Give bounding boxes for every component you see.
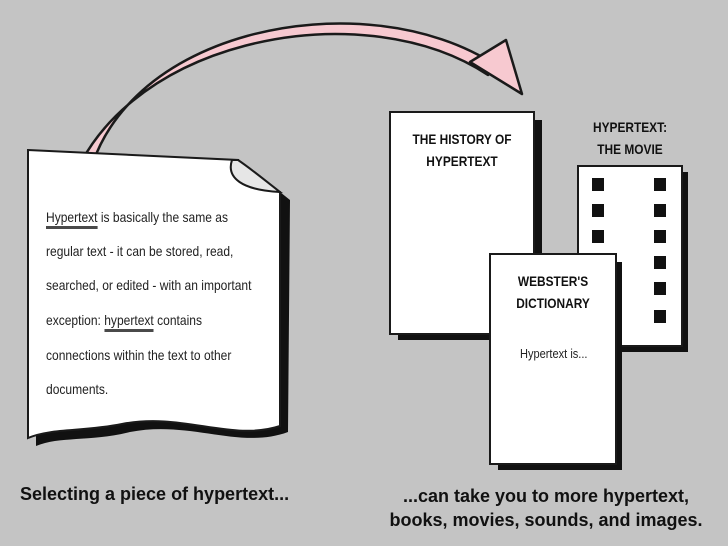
sprocket-hole	[654, 230, 666, 243]
sprocket-hole	[592, 230, 604, 243]
sprocket-hole	[592, 204, 604, 217]
dictionary-title-line-1: WEBSTER'S	[517, 273, 589, 289]
caption-right-line-1: ...can take you to more hypertext,	[402, 486, 690, 506]
sprocket-hole	[654, 282, 666, 295]
sprocket-hole	[592, 178, 604, 191]
caption-left: Selecting a piece of hypertext...	[20, 484, 290, 504]
paragraph-text: searched, or edited - with an important	[46, 277, 252, 293]
paragraph-line: regular text - it can be stored, read,	[46, 243, 233, 259]
sprocket-hole	[654, 204, 666, 217]
paragraph-line: connections within the text to other	[46, 347, 231, 363]
paragraph-line: Hypertext is basically the same as	[46, 209, 229, 229]
sprocket-hole	[654, 178, 666, 191]
history-title: THE HISTORY OF HYPERTEXT	[401, 128, 523, 172]
film-sprockets	[592, 178, 666, 323]
sprocket-hole	[654, 256, 666, 269]
movie-title-line-1: HYPERTEXT:	[592, 119, 668, 135]
link-arrow	[64, 22, 524, 206]
dictionary-text: Hypertext is...	[519, 346, 588, 361]
paragraph-text: regular text - it can be stored, read,	[46, 243, 234, 259]
paragraph-line: exception: hypertext contains	[46, 312, 202, 332]
caption-right-line-2: books, movies, sounds, and images.	[389, 510, 703, 530]
caption-right: ...can take you to more hypertext, books…	[366, 484, 726, 532]
movie-title: HYPERTEXT: THE MOVIE	[582, 116, 677, 160]
sprocket-hole	[654, 310, 666, 323]
paragraph-text: connections within the text to other	[46, 347, 232, 363]
paragraph-line: searched, or edited - with an important	[46, 277, 251, 293]
paragraph-text: contains	[153, 312, 202, 328]
history-title-line-1: THE HISTORY OF	[412, 131, 512, 147]
dictionary-document	[489, 253, 622, 470]
source-page	[27, 148, 290, 446]
dictionary-title-line-2: DICTIONARY	[516, 295, 590, 311]
link-arrow-head	[468, 38, 524, 96]
hypertext-link[interactable]: hypertext	[104, 312, 154, 332]
dictionary-title: WEBSTER'S DICTIONARY	[499, 270, 606, 314]
movie-title-line-2: THE MOVIE	[597, 141, 663, 157]
paragraph-text: is basically the same as	[97, 209, 229, 225]
hypertext-link[interactable]: Hypertext	[46, 209, 98, 229]
paragraph-text: exception:	[46, 312, 105, 328]
paragraph-line: documents.	[46, 381, 108, 397]
paragraph-text: documents.	[46, 381, 109, 397]
page-curl	[229, 159, 284, 194]
history-title-line-2: HYPERTEXT	[426, 153, 498, 169]
